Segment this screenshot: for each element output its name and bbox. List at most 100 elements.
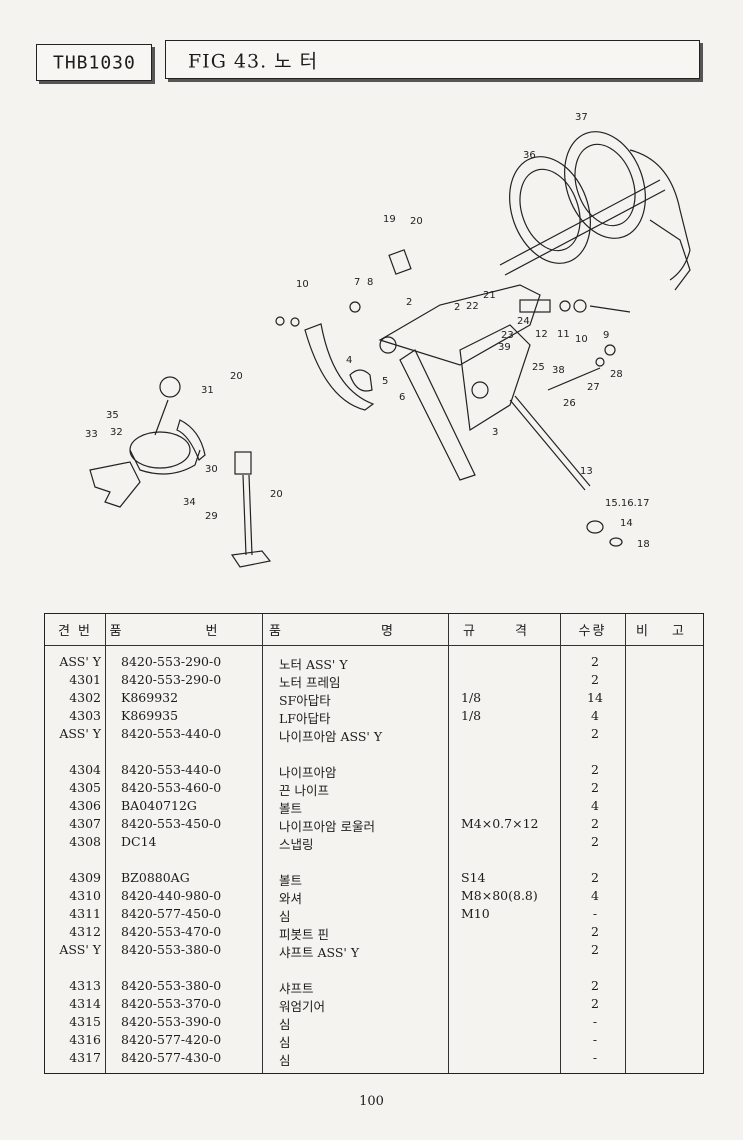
- part-index: 4313: [69, 978, 101, 993]
- callout-35: 35: [106, 410, 119, 421]
- callout-20: 20: [410, 216, 423, 227]
- part-name: 심: [279, 909, 291, 924]
- part-name: 스냅링: [279, 837, 314, 852]
- part-spec: M10: [461, 906, 490, 921]
- callout-7: 7: [354, 277, 360, 288]
- part-quantity: 4: [591, 708, 599, 723]
- part-index: ASS' Y: [59, 654, 101, 669]
- callout-15-16-17: 15.16.17: [605, 498, 650, 509]
- callout-32: 32: [110, 427, 123, 438]
- callout-39: 39: [498, 342, 511, 353]
- part-number: DC14: [121, 834, 157, 849]
- callout-10: 10: [296, 279, 309, 290]
- part-number: 8420-553-440-0: [121, 726, 222, 741]
- part-quantity: 2: [591, 870, 599, 885]
- callout-6: 6: [399, 392, 405, 403]
- part-number: 8420-553-440-0: [121, 762, 222, 777]
- callout-25: 25: [532, 362, 545, 373]
- callout-19: 19: [383, 214, 396, 225]
- exploded-parts-diagram: 37 36 19 20 10 7 8 2 2 21 22 24 12 11 10…: [85, 112, 691, 568]
- part-index: ASS' Y: [59, 726, 101, 741]
- part-index: 4301: [69, 672, 101, 687]
- header-no: 견 번: [57, 624, 93, 639]
- part-number: 8420-553-450-0: [121, 816, 222, 831]
- part-quantity: 4: [591, 888, 599, 903]
- part-quantity: 2: [591, 816, 599, 831]
- part-index: 4310: [69, 888, 101, 903]
- part-number: K869935: [121, 708, 179, 723]
- part-quantity: 4: [591, 798, 599, 813]
- callout-2a: 2: [406, 297, 412, 308]
- callout-5: 5: [382, 376, 388, 387]
- part-index: 4309: [69, 870, 101, 885]
- callout-26: 26: [563, 398, 576, 409]
- part-number: K869932: [121, 690, 179, 705]
- header-part: 품 번: [109, 624, 258, 639]
- callout-12: 12: [535, 329, 548, 340]
- part-spec: M8×80(8.8): [461, 888, 538, 903]
- part-index: 4306: [69, 798, 101, 813]
- part-quantity: -: [592, 1050, 598, 1065]
- part-quantity: -: [592, 1032, 598, 1047]
- header-divider: [45, 645, 703, 646]
- callout-21: 21: [483, 290, 496, 301]
- part-index: 4308: [69, 834, 101, 849]
- part-quantity: -: [592, 1014, 598, 1029]
- part-number: BA040712G: [121, 798, 197, 813]
- part-number: 8420-553-290-0: [121, 654, 222, 669]
- callout-18: 18: [637, 539, 650, 550]
- part-number: BZ0880AG: [121, 870, 190, 885]
- callout-10b: 10: [575, 334, 588, 345]
- diagram-callouts: 37 36 19 20 10 7 8 2 2 21 22 24 12 11 10…: [85, 112, 650, 550]
- column-divider: [560, 614, 561, 1073]
- part-index: 4307: [69, 816, 101, 831]
- part-number: 8420-553-370-0: [121, 996, 222, 1011]
- column-divider: [448, 614, 449, 1073]
- callout-22: 22: [466, 301, 479, 312]
- part-name: 심: [279, 1053, 291, 1068]
- part-quantity: 2: [591, 942, 599, 957]
- part-number: 8420-553-390-0: [121, 1014, 222, 1029]
- part-index: 4305: [69, 780, 101, 795]
- part-index: 4315: [69, 1014, 101, 1029]
- page-number: 100: [359, 1094, 384, 1109]
- part-quantity: 2: [591, 726, 599, 741]
- part-number: 8420-553-470-0: [121, 924, 222, 939]
- part-number: 8420-577-420-0: [121, 1032, 222, 1047]
- diagram-drawing: [89, 131, 691, 568]
- callout-11: 11: [557, 329, 570, 340]
- model-label: THB1030: [53, 52, 136, 73]
- callout-30: 30: [205, 464, 218, 475]
- callout-27: 27: [587, 382, 600, 393]
- part-name: 노터 프레임: [279, 675, 341, 690]
- part-spec: S14: [461, 870, 486, 885]
- part-index: 4303: [69, 708, 101, 723]
- part-index: 4311: [69, 906, 101, 921]
- callout-34: 34: [183, 497, 196, 508]
- part-quantity: 2: [591, 654, 599, 669]
- column-divider: [625, 614, 626, 1073]
- callout-38: 38: [552, 365, 565, 376]
- part-index: 4314: [69, 996, 101, 1011]
- callout-9: 9: [603, 330, 609, 341]
- callout-37: 37: [575, 112, 588, 123]
- part-index: 4302: [69, 690, 101, 705]
- part-quantity: 2: [591, 924, 599, 939]
- part-name: 와셔: [279, 891, 303, 906]
- callout-33: 33: [85, 429, 98, 440]
- header-remarks: 비 고: [635, 624, 695, 639]
- part-number: 8420-577-430-0: [121, 1050, 222, 1065]
- part-number: 8420-553-290-0: [121, 672, 222, 687]
